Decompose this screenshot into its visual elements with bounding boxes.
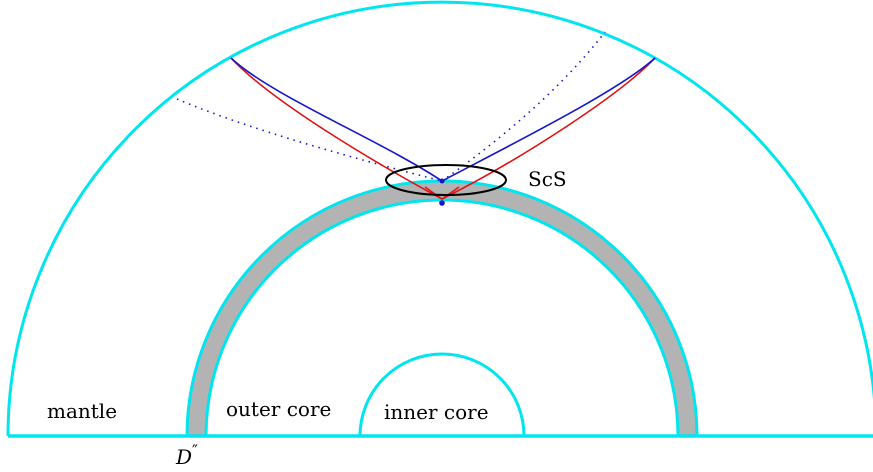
d-double-prime-letter: D: [175, 445, 192, 469]
scs-highlight-ellipse: [385, 164, 507, 196]
earth-surface-boundary: [6, 0, 873, 437]
outer-core-label: outer core: [226, 397, 331, 421]
scs-label: ScS: [528, 167, 567, 191]
red-ray-left-leg: [230, 57, 443, 200]
d-double-prime-label: D″: [175, 441, 198, 469]
blue-ray-right-leg: [441, 57, 656, 182]
dotted-ray-left: [176, 98, 443, 182]
core-mantle-boundary: [204, 198, 680, 437]
mantle-label: mantle: [47, 399, 117, 423]
red-ray-right-leg: [441, 57, 656, 200]
inner-core-boundary: [358, 352, 526, 437]
inner-core-label: inner core: [384, 400, 489, 424]
blue-ray-left-leg: [230, 57, 443, 182]
reflection-point-lower: [439, 200, 445, 206]
reflection-point-upper: [439, 178, 445, 184]
red-ray-inner-cross: [424, 186, 460, 200]
d-double-prime-primes: ″: [192, 441, 198, 460]
